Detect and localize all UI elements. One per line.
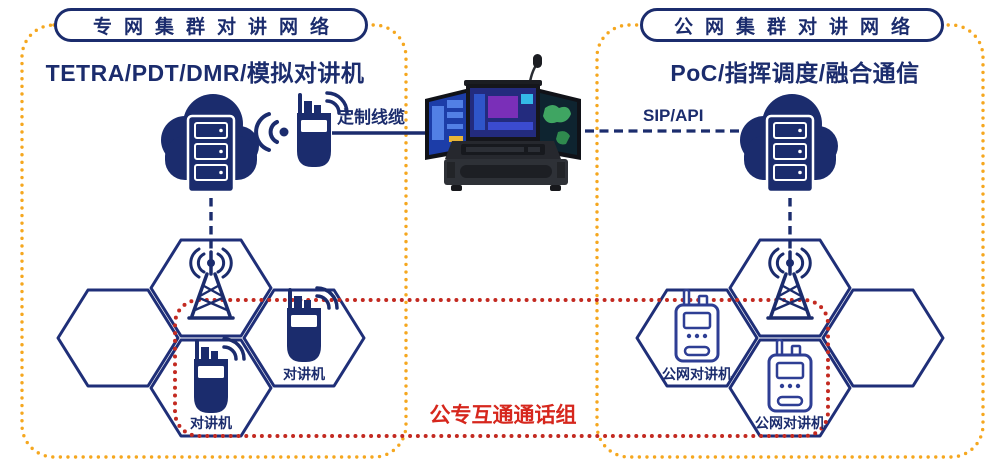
- command-terminal-image: [425, 54, 581, 191]
- wifi-signal-icon: [254, 112, 289, 152]
- cloud-server-icon: [738, 92, 840, 194]
- sip-api-link-label: SIP/API: [643, 106, 704, 125]
- private-network-pill: 专网集群对讲网络: [54, 8, 368, 42]
- public-radio-label: 公网对讲机: [755, 415, 825, 431]
- private-network-title: TETRA/PDT/DMR/模拟对讲机: [45, 60, 365, 86]
- private-radio-label: 对讲机: [283, 366, 325, 382]
- public-network-title: PoC/指挥调度/融合通信: [670, 60, 920, 86]
- interop-group-label: 公专互通通话组: [429, 404, 577, 427]
- cloud-server-icon: [159, 92, 261, 194]
- private-network-pill-label: 专网集群对讲网络: [92, 16, 341, 38]
- public-radio-label: 公网对讲机: [662, 366, 732, 382]
- cable-link-label: 定制线缆: [337, 108, 405, 127]
- interop-group-border: [173, 298, 830, 438]
- public-network-pill: 公网集群对讲网络: [640, 8, 944, 42]
- private-radio-label: 对讲机: [190, 415, 232, 431]
- public-network-pill-label: 公网集群对讲网络: [673, 16, 922, 38]
